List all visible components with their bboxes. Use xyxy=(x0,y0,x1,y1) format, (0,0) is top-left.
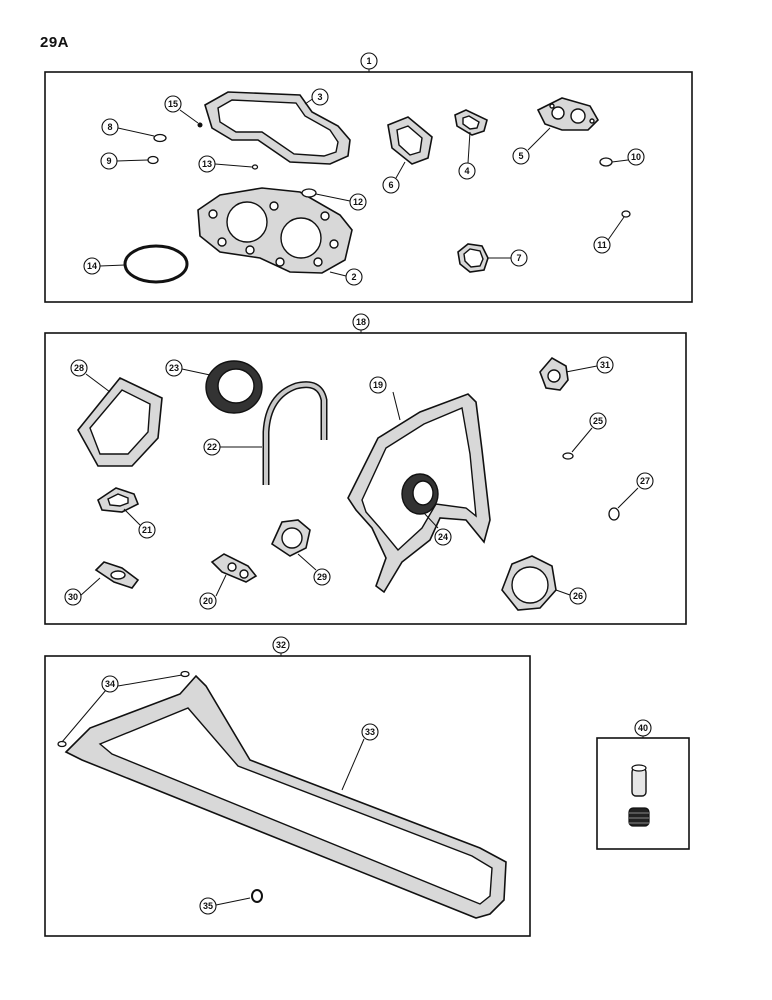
callout-27: 27 xyxy=(640,476,650,486)
callout-21: 21 xyxy=(142,525,152,535)
callout-35: 35 xyxy=(203,901,213,911)
callout-13: 13 xyxy=(202,159,212,169)
washer-9 xyxy=(147,155,159,165)
gasket-28 xyxy=(77,377,163,467)
gasket-30 xyxy=(94,561,140,589)
callout-34: 34 xyxy=(105,679,115,689)
callout-14: 14 xyxy=(87,261,97,271)
threaded-insert xyxy=(628,807,650,827)
washer-8 xyxy=(153,133,167,143)
callout-30: 30 xyxy=(68,592,78,602)
callout-26: 26 xyxy=(573,591,583,601)
gasket-29 xyxy=(270,519,311,557)
group-40-number: 40 xyxy=(638,723,648,733)
gasket-20 xyxy=(210,553,258,583)
cylinder-head-gasket xyxy=(197,187,353,274)
callout-8: 8 xyxy=(107,122,112,132)
washer-25 xyxy=(562,452,574,460)
oil-pan-gasket xyxy=(64,674,507,919)
callout-24: 24 xyxy=(438,532,448,542)
gasket-26 xyxy=(501,555,557,611)
seal-34-right xyxy=(180,670,190,678)
callout-10: 10 xyxy=(631,152,641,162)
group-1-callouts: 2 3 4 5 6 7 8 9 10 11 12 13 14 15 xyxy=(83,88,645,286)
callout-19: 19 xyxy=(373,380,383,390)
group-1-number: 1 xyxy=(366,56,371,66)
gasket-31 xyxy=(539,356,569,391)
group-18-callouts: 19 20 21 22 23 24 25 26 27 28 29 30 31 xyxy=(64,356,654,610)
gasket-21 xyxy=(97,487,140,513)
gasket-5 xyxy=(536,97,599,131)
callout-5: 5 xyxy=(518,151,523,161)
callout-20: 20 xyxy=(203,596,213,606)
callout-31: 31 xyxy=(600,360,610,370)
seal-23 xyxy=(205,360,263,414)
sleeve-seal-ring xyxy=(123,244,189,284)
tube-insert xyxy=(631,764,647,797)
callout-25: 25 xyxy=(593,416,603,426)
washer-35 xyxy=(251,889,263,903)
o-ring-12 xyxy=(301,188,317,198)
callout-3: 3 xyxy=(317,92,322,102)
washer-10 xyxy=(599,157,613,167)
seal-34-left xyxy=(57,740,67,748)
callout-4: 4 xyxy=(464,166,469,176)
page-title: 29A xyxy=(40,34,70,51)
callout-6: 6 xyxy=(388,180,393,190)
group-32-number: 32 xyxy=(276,640,286,650)
callout-28: 28 xyxy=(74,363,84,373)
callout-9: 9 xyxy=(106,156,111,166)
group-18-number: 18 xyxy=(356,317,366,327)
group-32-callouts: 34 33 35 xyxy=(61,674,379,915)
callout-7: 7 xyxy=(516,253,521,263)
washer-11 xyxy=(621,210,631,218)
part-13 xyxy=(251,164,259,170)
o-ring-27 xyxy=(608,507,620,521)
callout-12: 12 xyxy=(353,197,363,207)
callout-11: 11 xyxy=(597,240,607,250)
callout-2: 2 xyxy=(351,272,356,282)
callout-15: 15 xyxy=(168,99,178,109)
callout-33: 33 xyxy=(365,727,375,737)
seal-24 xyxy=(401,473,439,515)
callout-23: 23 xyxy=(169,363,179,373)
callout-29: 29 xyxy=(317,572,327,582)
callout-22: 22 xyxy=(207,442,217,452)
part-15-dot xyxy=(197,122,203,128)
